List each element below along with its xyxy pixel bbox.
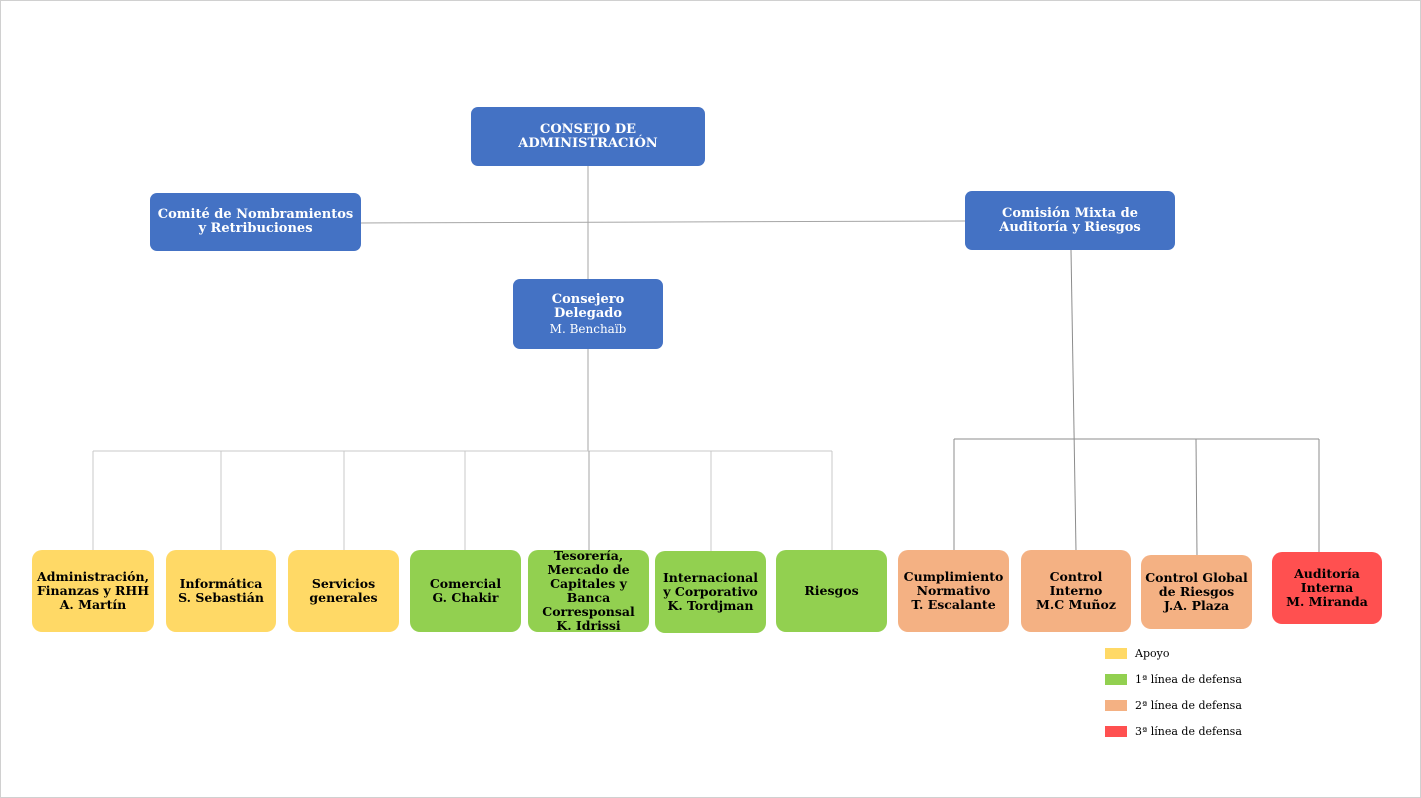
ceo-title: Consejero Delegado (551, 291, 625, 321)
connector-line (358, 220, 968, 224)
dept-label: Comercial G. Chakir (429, 576, 502, 605)
dept-node-comercial: Comercial G. Chakir (410, 550, 521, 632)
dept-node-cumplimiento: Cumplimiento Normativo T. Escalante (898, 550, 1009, 632)
dept-label: Internacional y Corporativo K. Tordjman (662, 570, 759, 613)
dept-node-riesgos: Riesgos (776, 550, 887, 632)
ceo-node: Consejero Delegado M. Benchaïb (513, 279, 663, 349)
legend-label: 3ª línea de defensa (1135, 724, 1242, 738)
dept-node-internacional: Internacional y Corporativo K. Tordjman (655, 551, 766, 633)
legend-label: Apoyo (1135, 646, 1170, 660)
dept-node-informatica: Informática S. Sebastián (166, 550, 276, 632)
appointments-committee-node: Comité de Nombramientos y Retribuciones (150, 193, 361, 251)
ceo-name: M. Benchaïb (549, 321, 627, 336)
legend-item-primera-linea: 1ª línea de defensa (1105, 672, 1242, 686)
dept-label: Cumplimiento Normativo T. Escalante (903, 569, 1004, 612)
legend-swatch (1105, 699, 1127, 711)
dept-label: Auditoría Interna M. Miranda (1286, 566, 1368, 609)
legend-label: 2ª línea de defensa (1135, 698, 1242, 712)
dept-label: Control Interno M.C Muñoz (1036, 569, 1116, 612)
dept-label: Administración, Finanzas y RHH A. Martín (36, 569, 150, 612)
dept-node-administracion: Administración, Finanzas y RHH A. Martín (32, 550, 154, 632)
connector-line (1195, 438, 1198, 557)
legend-swatch (1105, 647, 1127, 659)
dept-node-tesoreria: Tesorería, Mercado de Capitales y Banca … (528, 548, 649, 633)
legend-item-tercera-linea: 3ª línea de defensa (1105, 724, 1242, 738)
dept-node-auditoria-interna: Auditoría Interna M. Miranda (1272, 552, 1382, 624)
connector-line (1070, 249, 1077, 552)
dept-label: Informática S. Sebastián (178, 576, 264, 605)
legend-swatch (1105, 673, 1127, 685)
board-label: CONSEJO DE ADMINISTRACIÓN (518, 121, 658, 151)
appointments-committee-label: Comité de Nombramientos y Retribuciones (157, 207, 354, 236)
legend-item-apoyo: Apoyo (1105, 646, 1170, 660)
legend-label: 1ª línea de defensa (1135, 672, 1242, 686)
dept-node-servicios-generales: Servicios generales (288, 550, 399, 632)
legend-item-segunda-linea: 2ª línea de defensa (1105, 698, 1242, 712)
dept-node-control-global-riesgos: Control Global de Riesgos J.A. Plaza (1141, 555, 1252, 629)
dept-label: Riesgos (804, 583, 859, 598)
dept-node-control-interno: Control Interno M.C Muñoz (1021, 550, 1131, 632)
audit-risk-committee-node: Comisión Mixta de Auditoría y Riesgos (965, 191, 1175, 250)
board-of-directors-node: CONSEJO DE ADMINISTRACIÓN (471, 107, 705, 166)
legend-swatch (1105, 725, 1127, 737)
audit-risk-committee-label: Comisión Mixta de Auditoría y Riesgos (999, 205, 1141, 235)
dept-label: Servicios generales (309, 576, 378, 605)
dept-label: Control Global de Riesgos J.A. Plaza (1145, 570, 1248, 613)
dept-label: Tesorería, Mercado de Capitales y Banca … (542, 548, 635, 633)
